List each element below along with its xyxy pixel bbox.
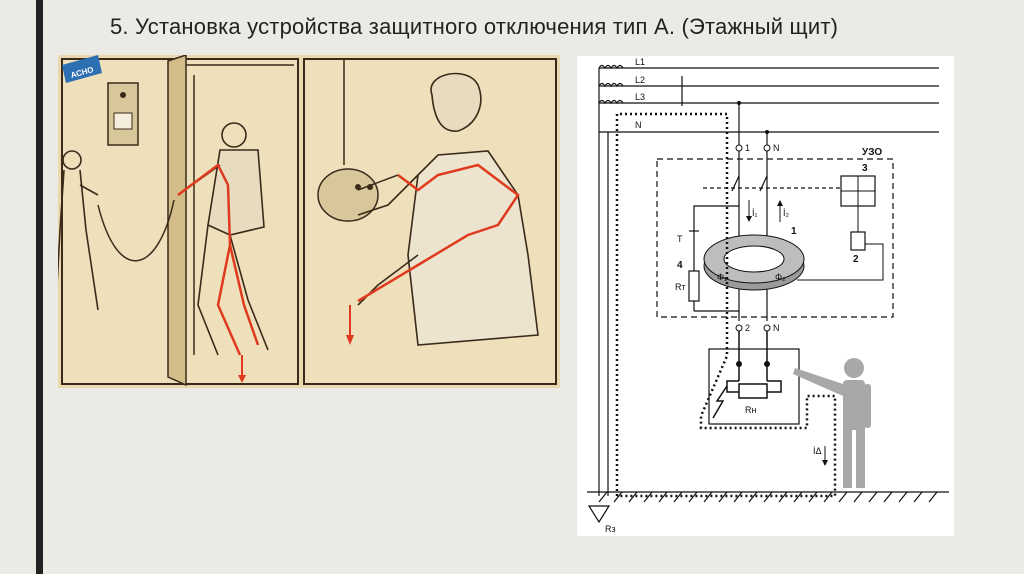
line-l2-label: L2: [635, 75, 645, 85]
leak-current: İΔ: [813, 446, 822, 456]
hanging-cable: [97, 199, 175, 262]
leakage-path: [615, 112, 837, 498]
supply-lines: [598, 64, 939, 496]
relay-coil: [850, 231, 866, 251]
rcd-wiring-schematic: L1 L2 L3 N 1 N УЗО 3 2: [577, 56, 954, 536]
line-l3-label: L3: [635, 92, 645, 102]
current-i1: İ₁: [752, 208, 758, 218]
test-resistor-label: Rт: [675, 282, 686, 292]
fault-spark: [712, 385, 728, 419]
test-resistor: [688, 270, 700, 302]
rcd-enclosure: [656, 158, 894, 318]
shocked-girl-figure: [357, 72, 539, 346]
open-door: [167, 55, 187, 387]
slide-title: 5. Установка устройства защитного отключ…: [110, 14, 839, 39]
line-l1-label: L1: [635, 57, 645, 67]
load-resistor: [738, 383, 768, 399]
electric-shock-illustration: АСНО: [58, 55, 560, 388]
test-circuit: [689, 205, 739, 312]
core-number: 1: [791, 226, 797, 237]
terminal-in-neutral: N: [773, 143, 780, 153]
terminal-in-phase: 1: [745, 143, 750, 153]
bystander-figure: [58, 150, 99, 311]
test-number: 4: [677, 260, 683, 271]
publisher-badge: АСНО: [62, 55, 102, 83]
line-n-label: N: [635, 120, 642, 130]
current-i2: İ₂: [783, 208, 790, 218]
relay-number: 2: [853, 254, 859, 265]
toroidal-core: [703, 234, 805, 291]
socket: [317, 168, 379, 222]
terminal-out-phase: 2: [745, 323, 750, 333]
terminal-out-neutral: N: [773, 323, 780, 333]
ground-resistor-label: Rз: [605, 524, 616, 534]
ground-electrode: [587, 505, 611, 524]
person-silhouette: [793, 358, 871, 488]
rcd-number: 3: [862, 163, 868, 174]
flux-phi2: Φ₂: [775, 272, 786, 282]
load-resistor-label: Rн: [745, 405, 756, 415]
ground-symbol: [587, 491, 949, 503]
rcd-name: УЗО: [862, 147, 882, 158]
current-path-man: [177, 163, 260, 356]
flux-phi1: Φ₁: [717, 272, 727, 282]
test-button-label: T: [677, 234, 683, 244]
current-path-girl: [357, 163, 520, 303]
slide-accent-bar: [36, 0, 43, 574]
